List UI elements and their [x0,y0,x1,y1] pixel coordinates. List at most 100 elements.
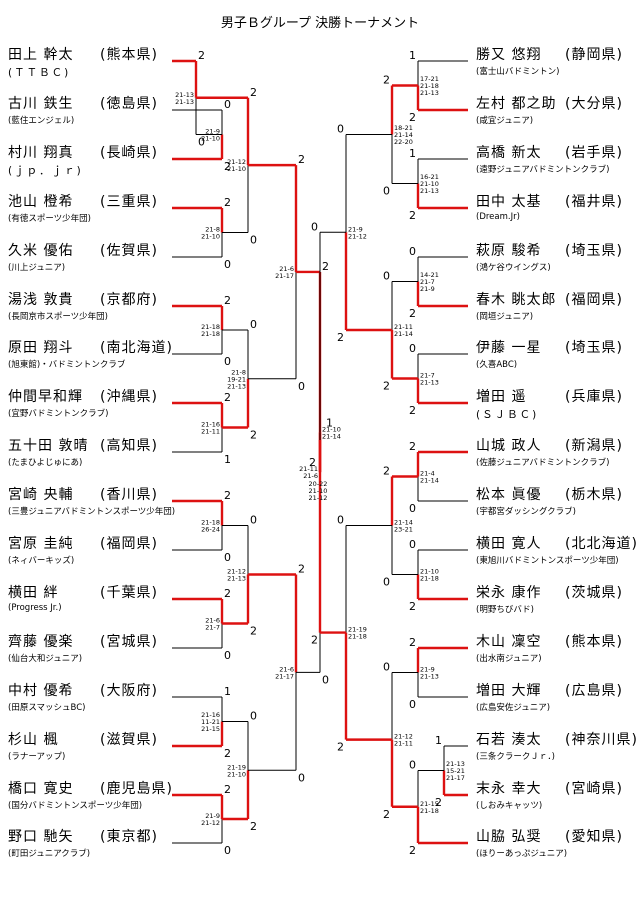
match-result: 0 [224,355,231,368]
match-score: 21-18 [201,330,220,338]
match-result: 0 [409,698,416,711]
player-name: 萩原 駿希 [476,243,542,259]
player-club: (ラナーアップ) [8,752,66,762]
match-score: 17-21 [420,75,439,83]
match-score: 21-4 [420,470,435,478]
match-score: 21-10 [420,568,439,576]
match-score: 21-19 [227,763,246,771]
match-result: 2 [250,86,257,99]
player-name: 古川 鉄生 [8,96,74,112]
match-score: 18-21 [394,124,413,132]
match-score: 21-6 [205,617,220,625]
match-score: 21-13 [227,382,246,390]
match-score: 21-11 [394,740,413,748]
match-score: 21-13 [175,98,194,106]
match-result: 2 [224,196,231,209]
match-score: 23-21 [394,526,413,534]
player-prefecture: (佐賀県) [100,243,158,259]
player-prefecture: (鹿児島県) [100,781,173,797]
match-score: 21-15 [201,725,220,733]
match-score: 21-18 [420,575,439,583]
match-score: 21-6 [279,265,294,273]
match-score: 21-14 [394,131,413,139]
player-prefecture: (東京都) [100,829,158,845]
match-result: 0 [224,551,231,564]
player-name: 増田 遥 [476,389,527,405]
player-club: (川上ジュニア) [8,263,66,273]
player-prefecture: (三重県) [100,194,158,210]
player-club: (宇都宮ダッシングクラブ) [476,507,576,517]
player-club: (有徳スポーツ少年団) [8,214,91,224]
player-name: 田上 幹太 [8,47,74,63]
player-name: 横田 寛人 [476,536,542,552]
player-name: 仲間早和輝 [8,389,83,405]
player-name: 池山 橙希 [8,194,74,210]
match-score: 21-16 [201,711,220,719]
match-result: 0 [383,576,390,589]
match-score: 21-6 [303,472,318,480]
player-prefecture: (福岡県) [565,292,623,308]
player-club: (出水南ジュニア) [476,654,542,664]
match-result: 0 [250,234,257,247]
player-name: 田中 太基 [476,194,542,210]
player-club: (鴻ケ谷ウイングス) [476,263,551,273]
match-score: 21-13 [227,575,246,583]
player-prefecture: (岩手県) [565,145,623,161]
match-score: 21-14 [394,330,413,338]
match-result: 2 [298,153,305,166]
page-title: 男子Ｂグループ 決勝トーナメント [220,16,420,31]
match-result: 0 [298,771,305,784]
match-result: 2 [250,625,257,638]
player-name: 増田 大輝 [476,683,542,699]
match-score: 21-12 [227,158,246,166]
match-score: 21-15 [420,800,439,808]
match-score: 21-11 [201,428,220,436]
player-prefecture: (熊本県) [100,47,158,63]
match-score: 11-21 [201,718,220,726]
match-result: 2 [224,747,231,760]
match-result: 0 [337,514,344,527]
player-name: 山脇 弘奨 [476,829,542,845]
match-result: 0 [409,245,416,258]
match-result: 0 [198,136,205,149]
player-club: (遠野ジュニアバドミントンクラブ) [476,165,610,175]
match-score: 21-12 [348,232,367,240]
player-prefecture: (千葉県) [100,585,158,601]
player-prefecture: (大分県) [565,96,623,112]
match-score: 19-21 [227,375,246,383]
match-result: 0 [383,270,390,283]
match-result: 2 [409,600,416,613]
player-club: (たまひよじゅにあ) [8,458,83,468]
player-name: 齊藤 優楽 [8,634,74,650]
match-result: 0 [250,710,257,723]
player-name: 湯浅 敦貴 [8,292,74,308]
match-result: 0 [250,318,257,331]
match-result: 0 [409,759,416,772]
match-score: 21-14 [322,432,341,440]
player-club: (ネィバーキッズ) [8,556,75,566]
player-prefecture: (高知県) [100,438,158,454]
match-score: 21-9 [420,285,435,293]
match-result: 2 [337,331,344,344]
player-club: (Progress Jr.) [8,603,62,613]
final-score: 20-22 [309,480,328,488]
player-name: 宮崎 央輔 [8,487,74,503]
player-prefecture: (香川県) [100,487,158,503]
match-result: 0 [224,844,231,857]
match-score: 21-8 [231,368,246,376]
match-score: 21-9 [205,812,220,820]
match-result: 0 [322,673,329,686]
match-score: 21-9 [205,128,220,136]
player-name: 高橋 新太 [476,145,542,161]
match-score: 21-19 [348,626,367,634]
player-prefecture: (埼玉県) [565,340,623,356]
match-score: 21-13 [420,89,439,97]
match-result: 2 [311,634,318,647]
match-result: 0 [409,538,416,551]
match-score: 21-18 [420,82,439,90]
player-name: 栄永 康作 [476,585,542,601]
match-result: 2 [409,636,416,649]
match-score: 21-17 [275,272,294,280]
match-score: 21-10 [201,135,220,143]
player-prefecture: (茨城県) [565,585,623,601]
